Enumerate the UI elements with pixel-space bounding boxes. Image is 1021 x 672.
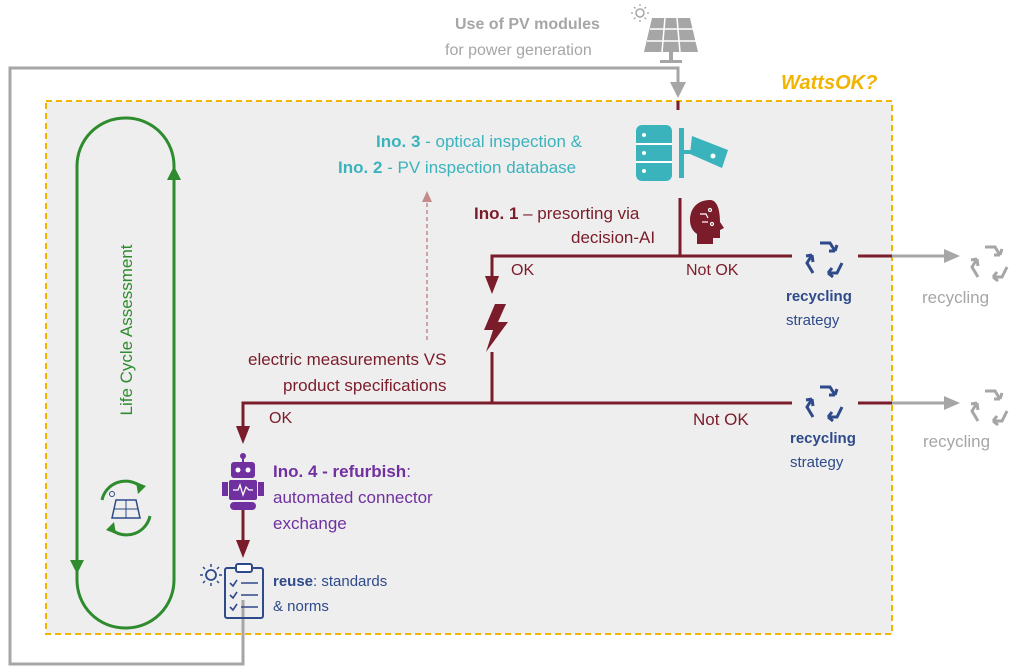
recycling-out-2: recycling (923, 432, 991, 451)
branch2-not-ok: Not OK (693, 410, 749, 429)
reuse-label: reuse: standards (273, 573, 387, 590)
lca-cycle-icon (100, 479, 152, 537)
ino1-label: Ino. 1 – presorting via (474, 204, 639, 224)
flow-line-branch2 (241, 401, 792, 428)
ino2-label: Ino. 2 - PV inspection database (338, 158, 576, 178)
lca-arrowhead-up (167, 166, 181, 180)
recycling-strategy-1-normal: strategy (786, 312, 840, 329)
ino4-tag: Ino. 4 - refurbish (273, 462, 407, 481)
branch2-ok: OK (269, 410, 293, 427)
gray-arrowhead-recycle1 (944, 249, 960, 263)
camera-icon (679, 128, 728, 178)
ino2-tag: Ino. 2 (338, 158, 383, 177)
lca-loop (75, 116, 176, 630)
recycling-strategy-2-normal: strategy (790, 454, 844, 471)
lca-label: Life Cycle Assessment (117, 244, 136, 415)
outer-loop-line (8, 66, 680, 666)
ino4-colon: : (406, 462, 411, 481)
recycling-strategy-1-bold: recycling (786, 288, 852, 305)
measurement-line1: electric measurements VS (248, 350, 447, 369)
reuse-text: : standards (313, 573, 388, 590)
reuse-bold: reuse (273, 573, 314, 590)
ino4-line3: exchange (273, 514, 347, 533)
ino1-tag: Ino. 1 (474, 204, 519, 223)
lightning-icon (484, 304, 508, 352)
flow-arrowhead-branch2 (236, 426, 250, 444)
outer-loop-arrowhead (670, 82, 686, 98)
project-name: WattsOK? (781, 72, 878, 94)
branch1-ok: OK (511, 262, 535, 279)
dashed-feedback-arrowhead (422, 191, 432, 202)
recycle-icon-out-1 (970, 245, 1009, 283)
ino1-line2: decision-AI (571, 228, 656, 247)
recycling-strategy-2-bold: recycling (790, 430, 856, 447)
recycle-icon-strategy-2 (805, 385, 844, 423)
solar-panel-icon (644, 17, 698, 63)
wattsok-frame (45, 100, 893, 635)
recycle-icon-out-2 (970, 389, 1009, 427)
branch1-not-ok: Not OK (686, 262, 739, 279)
ino3-text: - optical inspection & (420, 132, 582, 151)
sun-icon (631, 4, 649, 22)
ino2-text: - PV inspection database (382, 158, 577, 177)
ino3-tag: Ino. 3 (376, 132, 421, 151)
gray-arrowhead-recycle2 (944, 396, 960, 410)
sun-icon-reuse (200, 564, 222, 586)
database-icon (636, 125, 672, 181)
flow-line-branch1 (490, 254, 792, 278)
checklist-icon (224, 563, 264, 619)
ai-head-icon (690, 200, 724, 244)
flow-arrowhead-branch1 (485, 276, 499, 294)
recycling-out-1: recycling (922, 288, 990, 307)
top-title: Use of PV modules (455, 16, 600, 33)
ino4-label: Ino. 4 - refurbish: (273, 462, 411, 482)
ino3-label: Ino. 3 - optical inspection & (376, 132, 582, 152)
robot-icon (222, 453, 264, 510)
flow-arrowhead-reuse (236, 540, 250, 558)
measurement-line2: product specifications (283, 376, 447, 395)
recycle-icon-strategy-1 (805, 241, 844, 279)
top-subtitle: for power generation (445, 42, 592, 59)
reuse-line2: & norms (273, 598, 329, 615)
ino1-text: – presorting via (518, 204, 640, 223)
lca-arrowhead-down (70, 560, 84, 574)
ino4-line2: automated connector (273, 488, 433, 507)
